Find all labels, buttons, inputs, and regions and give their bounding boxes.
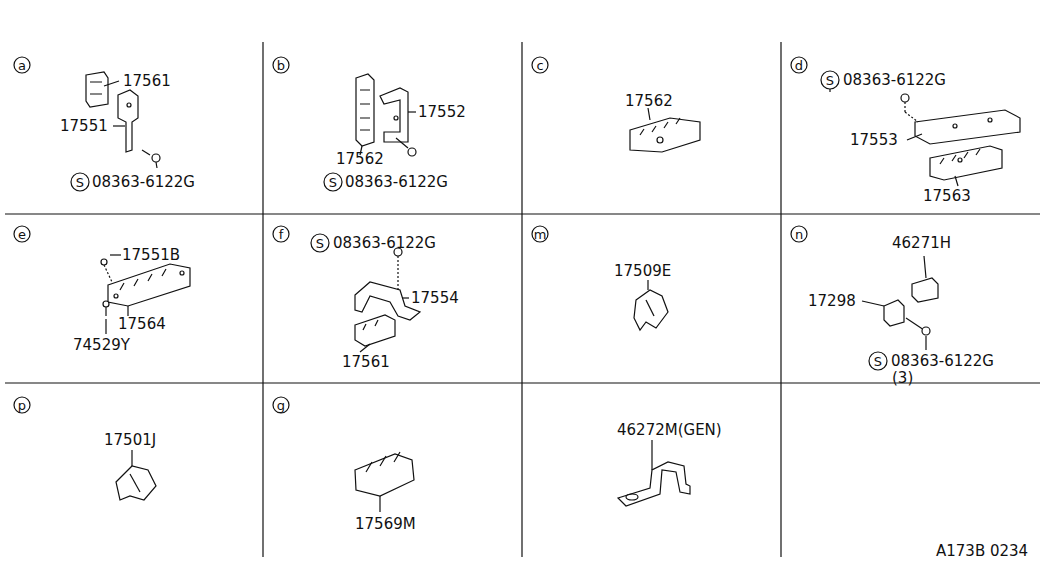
panel-letter: m	[534, 227, 547, 242]
part-number: 17562	[625, 93, 673, 110]
part-number: 17509E	[614, 263, 671, 280]
panel-letter: b	[277, 58, 285, 73]
part-number: 17561	[342, 354, 390, 371]
part-e	[101, 255, 190, 334]
part-m	[634, 280, 668, 330]
standard-mark: S	[316, 236, 324, 251]
grid-lines	[5, 42, 1040, 557]
part-number: 17561	[123, 73, 171, 90]
letter-circles	[14, 57, 887, 413]
part-number: 17562	[336, 151, 384, 168]
part-number: 46272M(GEN)	[617, 422, 722, 439]
part-n	[862, 256, 938, 350]
part-number: 08363-6122G	[92, 174, 195, 191]
standard-mark: S	[874, 354, 882, 369]
part-f	[355, 248, 420, 352]
panel-letter: a	[18, 58, 26, 73]
part-number: 08363-6122G	[333, 235, 436, 252]
panel-letter: d	[795, 58, 803, 73]
part-number: 17501J	[104, 432, 156, 449]
part-number: 17569M	[355, 516, 416, 533]
standard-mark: S	[76, 175, 84, 190]
part-number: 17554	[411, 290, 459, 307]
part-number: 17552	[418, 104, 466, 121]
panel-letter: c	[536, 58, 543, 73]
figure-code: A173B 0234	[936, 543, 1028, 560]
panel-letter: e	[18, 227, 26, 242]
part-p	[116, 450, 156, 500]
part-number: 17553	[850, 132, 898, 149]
part-number: 08363-6122G	[843, 72, 946, 89]
part-c	[630, 108, 700, 152]
part-number: 17563	[923, 188, 971, 205]
panel-letter: p	[18, 398, 26, 413]
part-number: 08363-6122G	[891, 353, 994, 370]
part-b	[356, 74, 416, 156]
part-46272m	[618, 440, 690, 506]
part-number: 17298	[808, 293, 856, 310]
panel-letter: n	[795, 227, 803, 242]
part-number: 17564	[118, 316, 166, 333]
panel-letter: g	[277, 398, 285, 413]
part-number: 46271H	[892, 235, 951, 252]
panel-letter: f	[279, 227, 284, 242]
part-number: 08363-6122G	[345, 174, 448, 191]
quantity: (3)	[892, 370, 913, 387]
part-number: 17551	[60, 118, 108, 135]
standard-mark: S	[826, 73, 834, 88]
part-g	[355, 452, 414, 512]
standard-mark: S	[329, 175, 337, 190]
part-d	[830, 89, 1020, 186]
part-number: 74529Y	[73, 337, 130, 354]
part-number: 17551B	[122, 247, 180, 264]
